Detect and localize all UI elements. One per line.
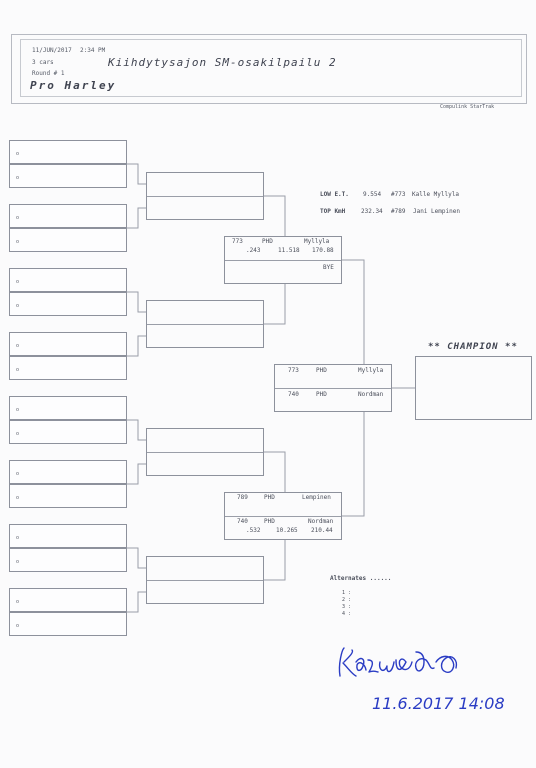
slot-marker: o [16,175,20,181]
round1-slot: o [9,612,127,636]
semi-bottom-lower-reaction: .532 [246,527,261,534]
round1-slot: o [9,460,127,484]
semi-bottom-upper-name: Lempinen [302,494,331,501]
page-title: Kiihdytysajon SM-osakilpailu 2 [108,56,337,69]
semi-bottom-upper-type: PHD [264,494,275,501]
round1-slot: o [9,228,127,252]
round1-slot: o [9,140,127,164]
header-inner-frame [20,39,522,97]
slot-marker: o [16,471,20,477]
signature-date: 11.6.2017 14:08 [372,694,505,713]
champion-box [415,356,532,420]
final-upper-type: PHD [316,367,327,374]
round1-slot: o [9,524,127,548]
slot-marker: o [16,407,20,413]
low-et-value: 9.554 [363,191,382,198]
final-lower-type: PHD [316,391,327,398]
slot-marker: o [16,599,20,605]
semi-top-upper-et: 11.518 [278,247,300,254]
final-lower-car: 740 [288,391,299,398]
round2-box-1 [146,172,264,220]
top-speed-car: #789 [391,208,406,215]
round2-box-3 [146,428,264,476]
low-et-driver: Kalle Myllyla [412,191,459,198]
round1-slot: o [9,164,127,188]
semi-top-upper-speed: 170.88 [312,247,334,254]
semi-top-upper-name: Myllyla [304,238,330,245]
round1-slot: o [9,420,127,444]
final-box [274,364,392,412]
round1-slot: o [9,548,127,572]
semifinal-top-box [224,236,342,284]
alternate-item: 4 : [342,611,352,617]
header-round: Round # 1 [32,70,65,77]
round1-slot: o [9,204,127,228]
round1-slot: o [9,292,127,316]
slot-marker: o [16,279,20,285]
alternates-label: Alternates ...... [330,575,392,582]
low-et-car: #773 [391,191,406,198]
round1-slot: o [9,484,127,508]
alternates-list: 1 : 2 : 3 : 4 : [342,590,351,618]
round1-slot: o [9,588,127,612]
header-date: 11/JUN/2017 [32,47,72,54]
semi-top-upper-type: PHD [262,238,273,245]
round1-slot: o [9,332,127,356]
top-speed-driver: Jani Lempinen [413,208,460,215]
slot-marker: o [16,535,20,541]
semifinal-bottom-box [224,492,342,540]
alternate-item: 2 : [342,597,352,603]
software-credit: Compulink StarTrak [440,104,495,110]
semi-top-upper-reaction: .243 [246,247,261,254]
final-upper-car: 773 [288,367,299,374]
slot-marker: o [16,431,20,437]
semi-bottom-lower-name: Nordman [308,518,334,525]
round1-slot: o [9,356,127,380]
semi-bottom-lower-et: 10.265 [276,527,298,534]
alternate-item: 1 : [342,590,352,596]
alternate-item: 3 : [342,604,352,610]
slot-marker: o [16,151,20,157]
final-upper-name: Myllyla [358,367,384,374]
top-speed-value: 232.34 [361,208,383,215]
event-class: Pro Harley [30,79,117,92]
round1-slot: o [9,268,127,292]
champion-label: ** CHAMPION ** [428,342,518,352]
semi-bottom-upper-car: 789 [237,494,248,501]
slot-marker: o [16,495,20,501]
semi-bottom-lower-car: 740 [237,518,248,525]
slot-marker: o [16,239,20,245]
semi-top-lower-name: BYE [323,264,334,271]
slot-marker: o [16,623,20,629]
round2-box-2 [146,300,264,348]
top-speed-label: TOP KmH [320,208,346,215]
header-time: 2:34 PM [80,47,106,54]
header-outer-frame [11,34,527,104]
slot-marker: o [16,559,20,565]
slot-marker: o [16,367,20,373]
low-et-label: LOW E.T. [320,191,349,198]
semi-bottom-lower-speed: 210.44 [311,527,333,534]
final-lower-name: Nordman [358,391,384,398]
semi-bottom-lower-type: PHD [264,518,275,525]
semi-top-upper-car: 773 [232,238,243,245]
slot-marker: o [16,303,20,309]
round2-box-4 [146,556,264,604]
slot-marker: o [16,343,20,349]
header-cars: 3 cars [32,59,54,66]
round1-slot: o [9,396,127,420]
slot-marker: o [16,215,20,221]
